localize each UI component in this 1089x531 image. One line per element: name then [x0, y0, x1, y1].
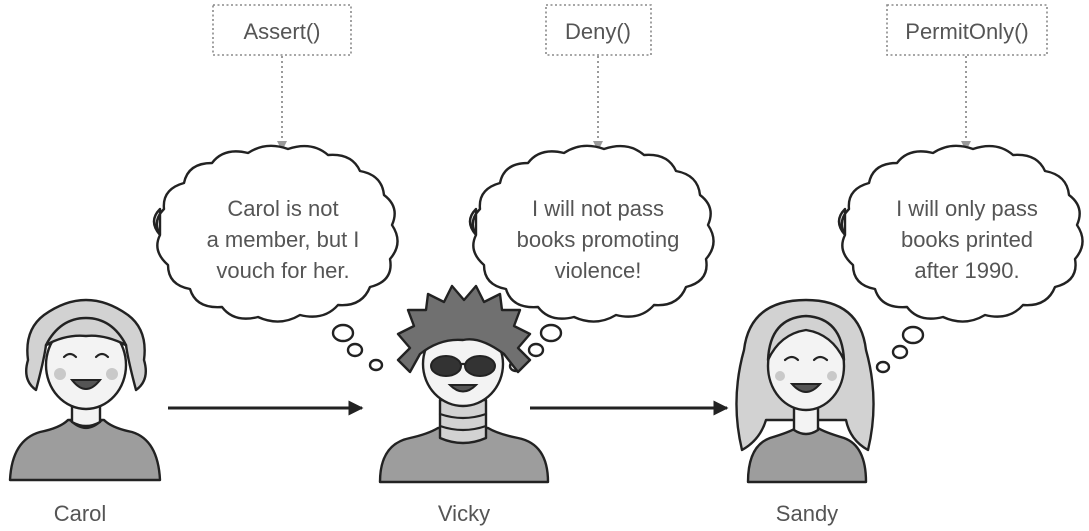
sandy-cheek	[775, 371, 785, 381]
method-box-assert: Assert()	[212, 4, 352, 56]
sandy-eye-left	[783, 355, 800, 362]
thought-puff	[901, 325, 925, 345]
method-label-permitonly: PermitOnly()	[905, 19, 1028, 44]
vicky-mouth	[447, 384, 479, 393]
thought-line-3: vouch for her.	[216, 258, 349, 283]
method-label-assert: Assert()	[244, 19, 321, 44]
carol-cheek	[106, 368, 118, 380]
sandy-eye-right	[812, 355, 829, 362]
carol-figure	[8, 298, 162, 482]
carol-eye-right	[94, 352, 110, 359]
person-name-carol: Carol	[54, 501, 107, 526]
thought-puff	[331, 323, 355, 343]
thought-line-2: books printed	[901, 227, 1033, 252]
method-label-deny: Deny()	[565, 19, 631, 44]
person-name-sandy: Sandy	[776, 501, 838, 526]
thought-puff	[539, 323, 563, 343]
vicky-turtleneck	[438, 398, 488, 445]
carol-mouth	[69, 379, 103, 390]
thought-line-1: I will not pass	[532, 196, 664, 221]
method-box-permitonly: PermitOnly()	[886, 4, 1048, 56]
thought-line-2: books promoting	[517, 227, 680, 252]
sandy-shirt	[746, 426, 868, 484]
thought-puff	[527, 342, 545, 358]
carol-bangs	[44, 316, 128, 347]
thought-puff	[891, 344, 909, 360]
vicky-glasses	[430, 355, 496, 377]
thought-bubble-carol: Carol is not a member, but I vouch for h…	[152, 144, 399, 372]
thought-puff	[368, 358, 384, 372]
thought-line-3: after 1990.	[914, 258, 1019, 283]
method-box-deny: Deny()	[545, 4, 652, 56]
thought-line-1: Carol is not	[227, 196, 338, 221]
carol-eye-left	[62, 352, 78, 359]
carol-cheek	[54, 368, 66, 380]
thought-line-2: a member, but I	[207, 227, 360, 252]
vicky-figure	[378, 284, 550, 484]
vicky-shirt	[378, 426, 550, 484]
sandy-mouth	[789, 383, 823, 393]
thought-bubble-sandy: I will only pass books printed after 199…	[837, 144, 1084, 374]
thought-puff	[875, 360, 891, 374]
sandy-figure	[735, 298, 875, 484]
person-name-vicky: Vicky	[438, 501, 490, 526]
thought-puff	[346, 342, 364, 358]
vicky-hair	[396, 284, 532, 374]
thought-line-1: I will only pass	[896, 196, 1038, 221]
vicky-collar-lines	[438, 412, 488, 432]
sandy-bangs	[766, 314, 846, 362]
sandy-cheek	[827, 371, 837, 381]
thought-bubble-vicky: I will not pass books promoting violence…	[468, 144, 715, 373]
thought-line-3: violence!	[555, 258, 642, 283]
sandy-neck	[792, 402, 820, 436]
